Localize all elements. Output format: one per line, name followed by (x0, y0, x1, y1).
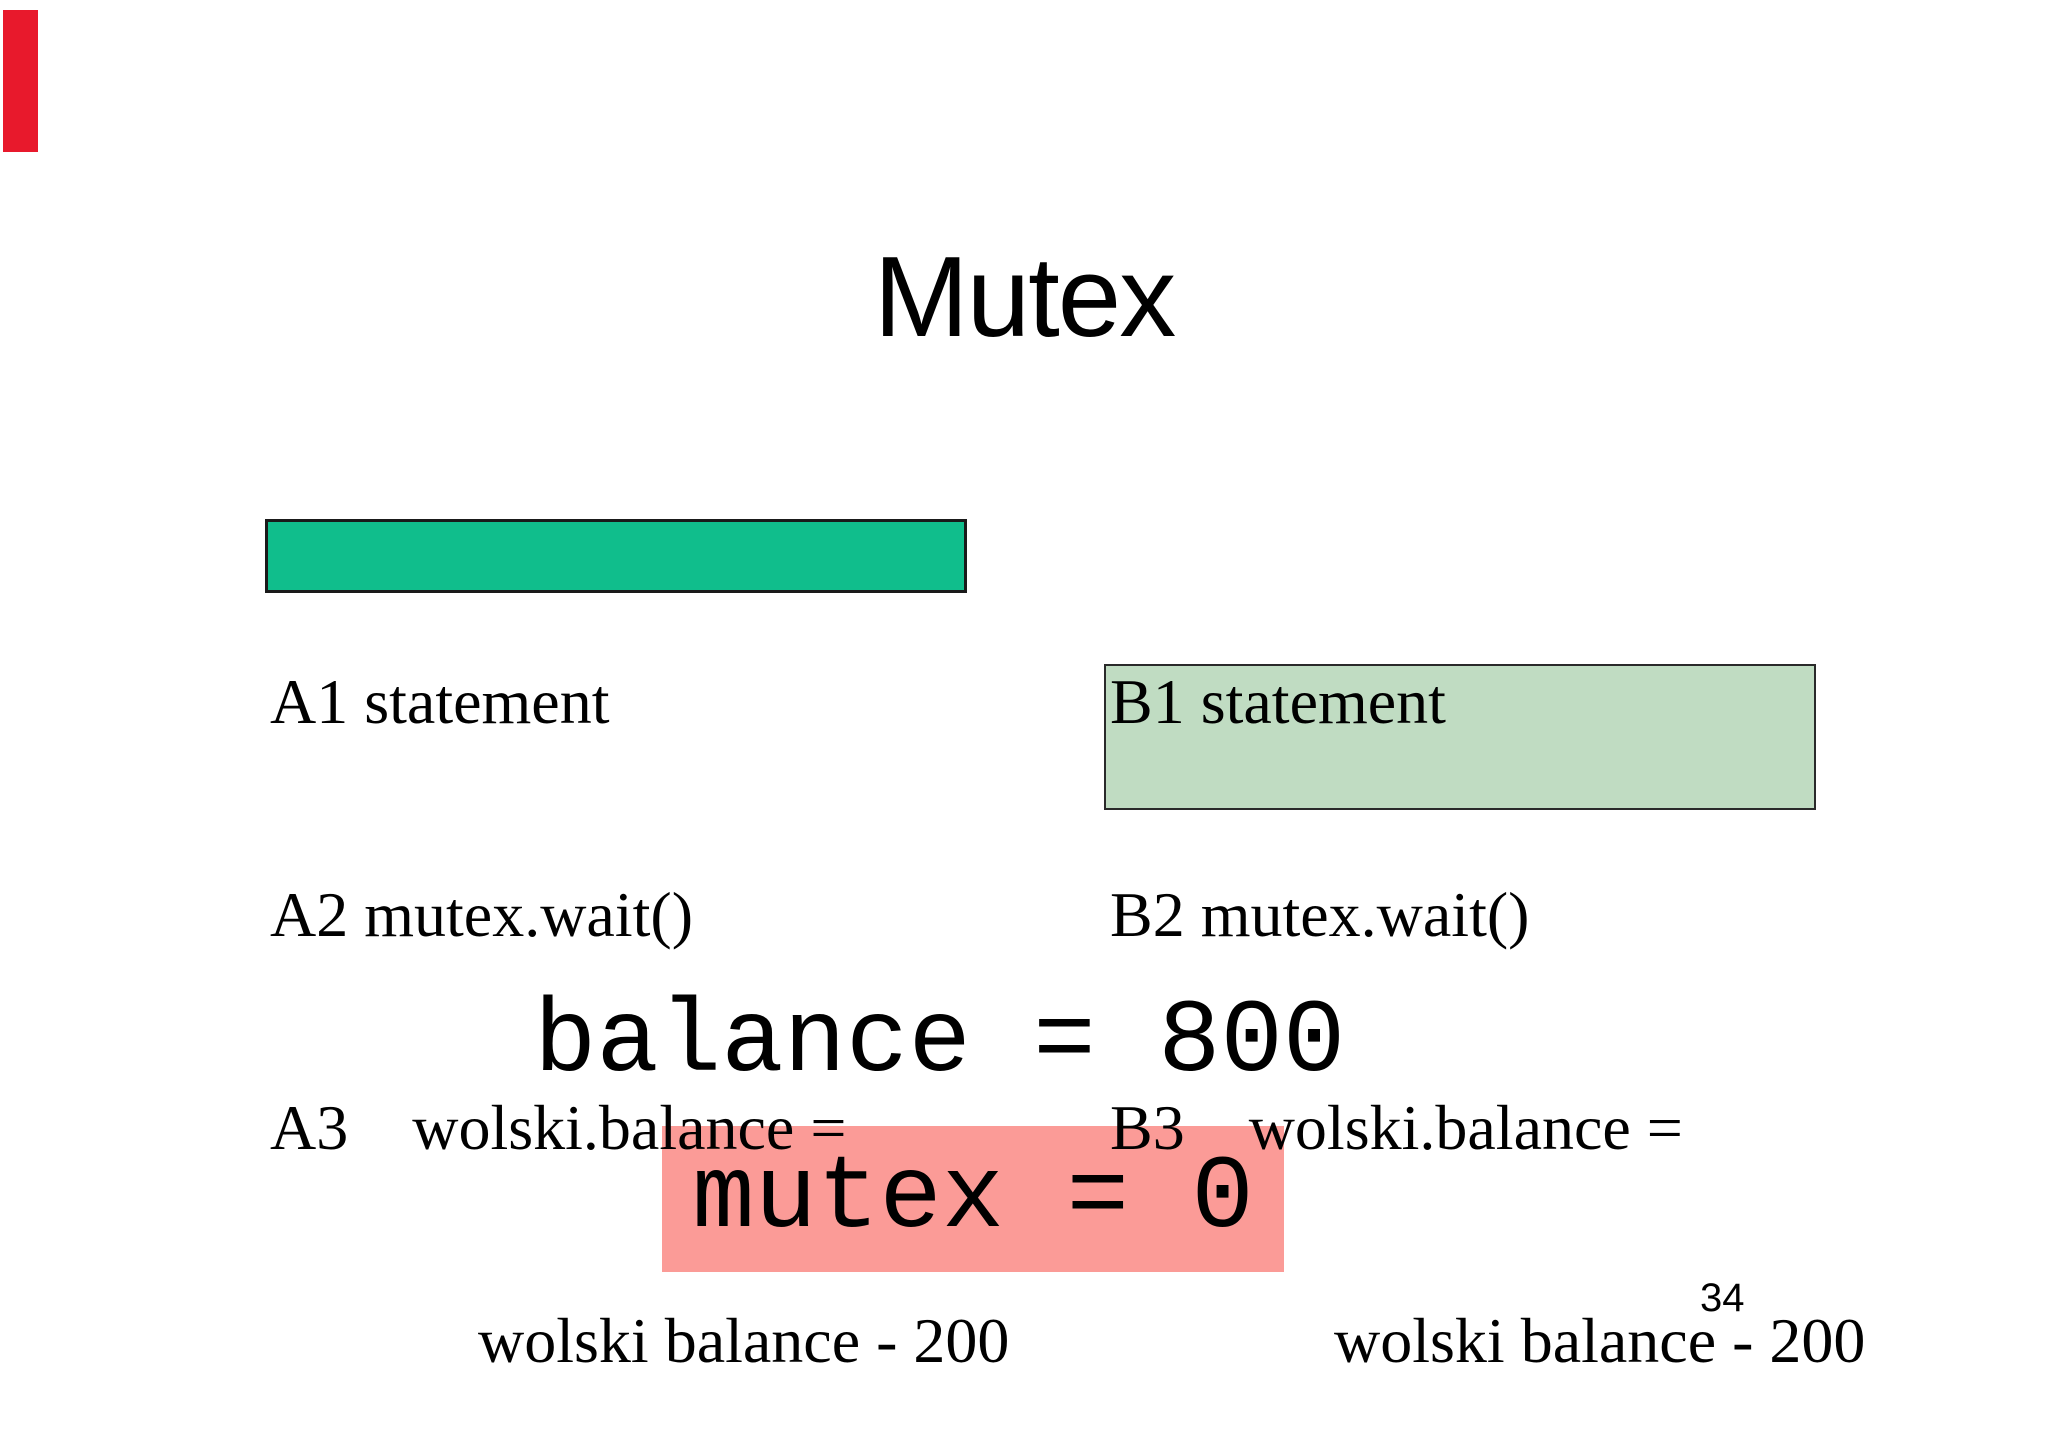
mutex-highlight-box: mutex = 0 (662, 1126, 1284, 1272)
highlight-box-a1 (265, 519, 967, 593)
thread-a-line-3: A3 wolski.balance = (270, 1092, 847, 1163)
thread-a-line-2: A2 mutex.wait() (270, 879, 693, 950)
thread-a-line-1: A1 statement (270, 666, 610, 737)
thread-b-code: B1 statement B2 mutex.wait() B3 wolski.b… (1110, 524, 1865, 1448)
balance-value: balance = 800 (534, 984, 1346, 1102)
thread-a-code: A1 statement A2 mutex.wait() A3 wolski.b… (270, 524, 1009, 1448)
thread-b-line-1: B1 statement (1110, 666, 1446, 737)
mutex-value: mutex = 0 (692, 1140, 1254, 1258)
thread-a-line-4: wolski balance - 200 (270, 1305, 1010, 1376)
highlight-box-b3 (1104, 664, 1816, 810)
thread-b-line-2: B2 mutex.wait() (1110, 879, 1530, 950)
thread-b-line-4: wolski balance - 200 (1110, 1305, 1866, 1376)
red-corner-mark (3, 10, 38, 152)
slide-title: Mutex (873, 234, 1176, 361)
thread-b-line-3: B3 wolski.balance = (1110, 1092, 1683, 1163)
page-number: 34 (1700, 1276, 1745, 1320)
